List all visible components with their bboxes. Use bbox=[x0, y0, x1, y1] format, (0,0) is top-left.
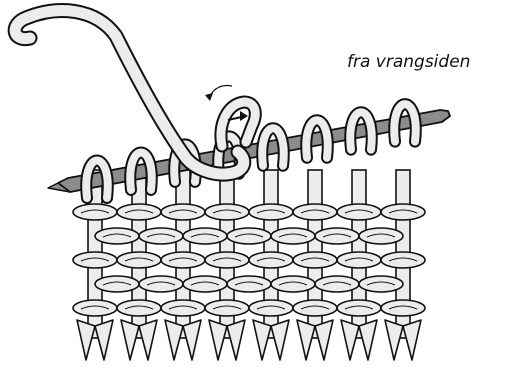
purl-bumps bbox=[73, 204, 425, 316]
purl-bump bbox=[381, 300, 425, 316]
stitch-fringe bbox=[359, 320, 377, 360]
purl-bump bbox=[161, 300, 205, 316]
purl-bump bbox=[337, 300, 381, 316]
purl-bump bbox=[293, 252, 337, 268]
working-yarn bbox=[15, 11, 244, 174]
purl-bump bbox=[73, 300, 117, 316]
purl-bump bbox=[117, 204, 161, 220]
purl-bump bbox=[95, 276, 139, 292]
purl-bump bbox=[227, 228, 271, 244]
purl-bump bbox=[293, 204, 337, 220]
stitch-fringe bbox=[165, 320, 183, 360]
purl-bump bbox=[205, 300, 249, 316]
stitch-fringe bbox=[341, 320, 359, 360]
caption: fra vrangsiden bbox=[347, 52, 470, 72]
purl-bump bbox=[183, 228, 227, 244]
purl-bump bbox=[205, 252, 249, 268]
purl-bump bbox=[139, 276, 183, 292]
purl-bump bbox=[227, 276, 271, 292]
purl-bump bbox=[315, 276, 359, 292]
stitch-fringe bbox=[77, 320, 95, 360]
purl-bump bbox=[161, 252, 205, 268]
purl-bump bbox=[117, 300, 161, 316]
purl-bump bbox=[359, 228, 403, 244]
stitch-fringe bbox=[253, 320, 271, 360]
purl-bump bbox=[73, 204, 117, 220]
curved-arrow-icon bbox=[205, 85, 232, 101]
purl-bump bbox=[315, 228, 359, 244]
stitch-fringe bbox=[297, 320, 315, 360]
purl-bump bbox=[271, 228, 315, 244]
stitch-fringe bbox=[139, 320, 157, 360]
purl-bump bbox=[161, 204, 205, 220]
purl-bump bbox=[117, 252, 161, 268]
purl-bump bbox=[249, 204, 293, 220]
stitch-fringe bbox=[121, 320, 139, 360]
purl-bump bbox=[337, 204, 381, 220]
stitch-fringe bbox=[403, 320, 421, 360]
purl-bump bbox=[381, 252, 425, 268]
purl-bump bbox=[293, 300, 337, 316]
stitch-fringe bbox=[271, 320, 289, 360]
purl-bump bbox=[205, 204, 249, 220]
stitch-fringe bbox=[227, 320, 245, 360]
purl-bump bbox=[183, 276, 227, 292]
purl-bump bbox=[337, 252, 381, 268]
purl-bump bbox=[249, 300, 293, 316]
purl-bump bbox=[95, 228, 139, 244]
stitch-fringe bbox=[315, 320, 333, 360]
purl-bump bbox=[73, 252, 117, 268]
purl-bump bbox=[271, 276, 315, 292]
purl-bump bbox=[381, 204, 425, 220]
stitch-fringe bbox=[95, 320, 113, 360]
purl-bump bbox=[139, 228, 183, 244]
stitch-fringe bbox=[209, 320, 227, 360]
stitch-fringe bbox=[385, 320, 403, 360]
purl-bump bbox=[359, 276, 403, 292]
purl-bump bbox=[249, 252, 293, 268]
stitch-fringe bbox=[183, 320, 201, 360]
